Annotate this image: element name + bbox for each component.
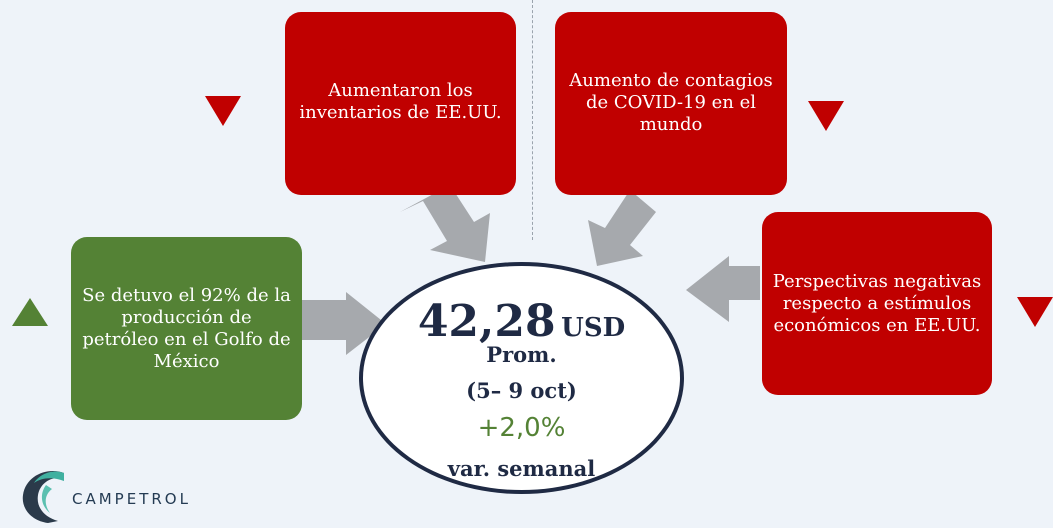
factor-text-perspectivas: Perspectivas negativas respecto a estímu… [772, 270, 982, 336]
factor-box-golfo: Se detuvo el 92% de la producción de pet… [71, 237, 302, 420]
factor-box-covid: Aumento de contagios de COVID-19 en el m… [555, 12, 787, 195]
center-divider-line [532, 0, 533, 240]
campetrol-logo-icon [22, 471, 64, 523]
price-value: 42,28 [417, 296, 556, 347]
arrow-inventarios [400, 185, 490, 262]
down-triangle-icon [808, 101, 844, 131]
factor-text-golfo: Se detuvo el 92% de la producción de pet… [82, 284, 291, 372]
arrow-covid [588, 190, 656, 266]
price-line: 42,28 USD [363, 296, 680, 347]
price-prom-label: Prom. [486, 342, 557, 367]
down-triangle-icon [1017, 297, 1053, 327]
price-unit: USD [561, 313, 626, 343]
weekly-change-value: +2,0% [477, 413, 566, 443]
arrow-perspectivas [686, 256, 760, 322]
factor-box-inventarios: Aumentaron los inventarios de EE.UU. [285, 12, 516, 195]
price-period: (5– 9 oct) [466, 378, 577, 403]
up-triangle-icon [12, 298, 48, 326]
price-summary-circle: 42,28 USD Prom. (5– 9 oct) +2,0% var. se… [359, 262, 684, 494]
down-triangle-icon [205, 96, 241, 126]
factor-box-perspectivas: Perspectivas negativas respecto a estímu… [762, 212, 992, 395]
factor-text-inventarios: Aumentaron los inventarios de EE.UU. [299, 80, 502, 123]
campetrol-logo-text: CAMPETROL [72, 490, 191, 508]
arrow-golfo [302, 292, 386, 355]
weekly-change-label: var. semanal [447, 456, 596, 481]
factor-text-covid: Aumento de contagios de COVID-19 en el m… [569, 70, 773, 135]
